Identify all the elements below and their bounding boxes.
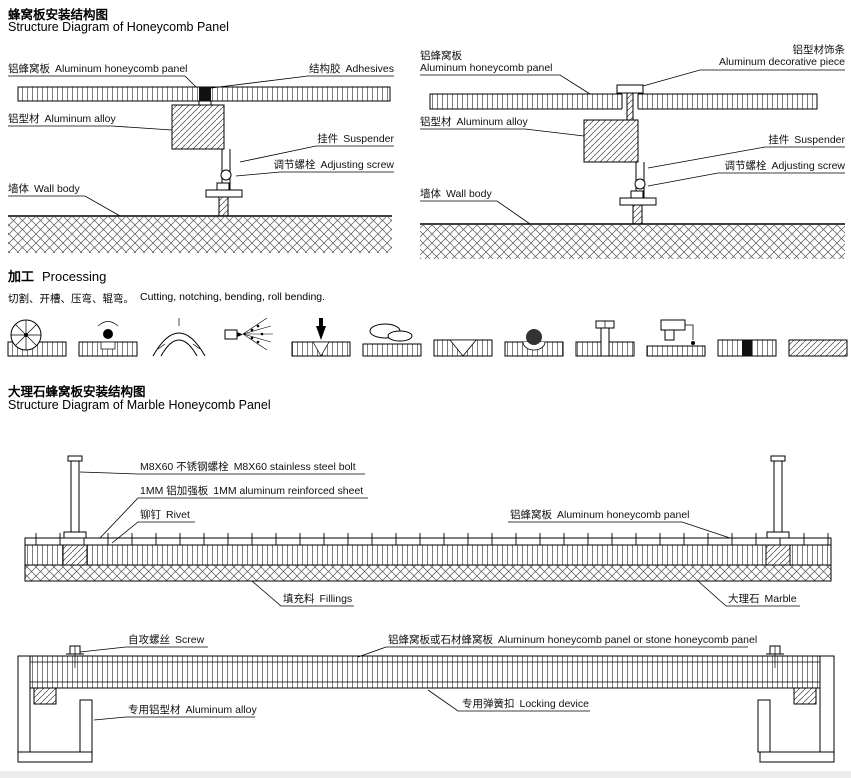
section-honeycomb-title-en: Structure Diagram of Honeycomb Panel xyxy=(8,20,229,34)
label-left-suspender: 挂件 Suspender xyxy=(317,133,394,145)
label-en: Aluminum honeycomb panel or stone honeyc… xyxy=(498,634,758,646)
label-en: Screw xyxy=(175,634,205,646)
label-right-honeycomb: 铝蜂窝板 Aluminum honeycomb panel xyxy=(420,50,553,74)
label-en: Wall body xyxy=(34,183,80,195)
insert-fitting-icon xyxy=(717,339,777,357)
label-zh: 自攻螺丝 xyxy=(128,634,170,646)
label-en: Locking device xyxy=(519,698,589,710)
section-processing-desc: 切割、开槽、压弯、辊弯。 Cutting, notching, bending,… xyxy=(8,291,325,306)
label-zh: 大理石 xyxy=(728,593,760,605)
label-left-adjusting-screw: 调节螺栓 Adjusting screw xyxy=(273,159,394,171)
label-zh: 挂件 xyxy=(768,134,790,146)
label-zh: 调节螺栓 xyxy=(724,160,767,172)
label-en: Aluminum alloy xyxy=(185,704,257,716)
label-en: Aluminum decorative piece xyxy=(718,56,845,68)
label-zh: 铝蜂窝板或石材蜂窝板 xyxy=(388,634,493,646)
label-mount-screw: 自攻螺丝 Screw xyxy=(128,634,204,646)
label-right-alloy: 铝型材 Aluminum alloy xyxy=(420,116,528,128)
label-en: Suspender xyxy=(343,133,394,145)
leaders-right xyxy=(420,69,845,225)
label-zh: 铝型材 xyxy=(420,116,452,128)
label-zh: 铝蜂窝板 xyxy=(420,50,462,62)
label-zh: 铝型材饰条 xyxy=(792,44,846,56)
label-left-adhesive: 结构胶 Adhesives xyxy=(309,63,394,75)
label-en: Aluminum honeycomb panel xyxy=(557,509,690,521)
label-left-honeycomb: 铝蜂窝板 Aluminum honeycomb panel xyxy=(8,63,188,75)
label-mount-locking: 专用弹簧扣 Locking device xyxy=(462,698,589,710)
ball-forming-icon xyxy=(504,329,564,357)
diagram-honeycomb-right-art xyxy=(420,69,845,259)
label-en: M8X60 stainless steel bolt xyxy=(233,461,356,473)
label-zh: 铆钉 xyxy=(140,509,161,521)
notch-milling-icon xyxy=(78,321,138,357)
label-en: Suspender xyxy=(794,134,845,146)
bottom-strip xyxy=(0,771,851,778)
label-en: Adhesives xyxy=(345,63,394,75)
section-honeycomb-title-zh: 蜂窝板安装结构图 xyxy=(8,8,109,22)
glue-applying-icon xyxy=(646,319,706,357)
label-en: Aluminum alloy xyxy=(44,113,116,125)
label-en: Marble xyxy=(764,593,797,605)
label-marble-honeycomb: 铝蜂窝板 Aluminum honeycomb panel xyxy=(510,509,690,521)
bolt-fixing-icon xyxy=(575,320,635,357)
label-zh: 墙体 xyxy=(8,183,29,195)
label-right-suspender: 挂件 Suspender xyxy=(768,134,845,146)
label-zh: 挂件 xyxy=(317,133,339,145)
label-marble-rivet: 铆钉 Rivet xyxy=(140,509,190,521)
label-en: Aluminum honeycomb panel xyxy=(55,63,188,75)
label-marble-bolt: M8X60 不锈钢螺栓 M8X60 stainless steel bolt xyxy=(140,461,356,473)
label-zh: 填充料 xyxy=(283,593,315,605)
press-bending-icon xyxy=(152,318,206,357)
label-left-wall: 墙体 Wall body xyxy=(8,183,80,195)
label-marble-fillings: 填充料 Fillings xyxy=(283,593,352,605)
v-grooving-icon xyxy=(291,318,351,357)
section-processing-title-en: Processing xyxy=(42,269,107,284)
diagram-marble-art xyxy=(24,455,832,607)
hatched-panel-icon xyxy=(788,339,848,357)
label-marble-reinforced-sheet: 1MM 铝加强板 1MM aluminum reinforced sheet xyxy=(140,485,363,497)
label-en: Aluminum honeycomb panel xyxy=(420,62,553,74)
label-en: 1MM aluminum reinforced sheet xyxy=(213,485,364,497)
spray-finishing-icon xyxy=(224,317,273,351)
section-processing-title-zh: 加工 xyxy=(8,269,35,284)
diagram-honeycomb-left-art xyxy=(8,75,394,253)
label-zh: 结构胶 xyxy=(309,63,341,75)
section-marble-title-en: Structure Diagram of Marble Honeycomb Pa… xyxy=(8,398,271,412)
label-en: Adjusting screw xyxy=(320,159,394,171)
leaders-left xyxy=(8,75,394,217)
label-en: Fillings xyxy=(319,593,353,605)
label-zh: 铝型材 xyxy=(8,113,40,125)
label-zh: 铝蜂窝板 xyxy=(8,63,50,75)
label-zh: 1MM 铝加强板 xyxy=(140,485,209,497)
label-en: Wall body xyxy=(446,188,492,200)
label-en: Aluminum alloy xyxy=(456,116,528,128)
label-zh: 调节螺栓 xyxy=(273,159,316,171)
label-left-alloy: 铝型材 Aluminum alloy xyxy=(8,113,116,125)
label-right-decorative: 铝型材饰条 Aluminum decorative piece xyxy=(719,44,845,68)
processing-icons-art xyxy=(7,317,848,357)
circular-saw-icon xyxy=(7,319,67,357)
roll-forming-icon xyxy=(362,323,422,357)
v-notch-folding-icon xyxy=(433,339,493,357)
label-right-wall: 墙体 Wall body xyxy=(420,188,492,200)
label-zh: 专用铝型材 xyxy=(128,704,181,716)
processing-desc-zh: 切割、开槽、压弯、辊弯。 xyxy=(8,293,134,305)
section-marble-title-zh: 大理石蜂窝板安装结构图 xyxy=(8,385,146,399)
diagram-mount-art xyxy=(17,645,835,763)
leaders-mount xyxy=(79,646,748,721)
label-marble-marble: 大理石 Marble xyxy=(728,593,797,605)
label-zh: M8X60 不锈钢螺栓 xyxy=(140,461,229,473)
label-zh: 墙体 xyxy=(420,188,441,200)
label-right-adjusting-screw: 调节螺栓 Adjusting screw xyxy=(724,160,845,172)
label-zh: 铝蜂窝板 xyxy=(510,509,552,521)
label-en: Rivet xyxy=(166,509,190,521)
leaders-marble xyxy=(79,471,800,607)
label-mount-panel: 铝蜂窝板或石材蜂窝板 Aluminum honeycomb panel or s… xyxy=(388,634,757,646)
label-en: Adjusting screw xyxy=(771,160,845,172)
processing-desc-en: Cutting, notching, bending, roll bending… xyxy=(140,291,326,303)
section-processing-title: 加工 Processing xyxy=(8,266,106,285)
label-mount-alloy: 专用铝型材 Aluminum alloy xyxy=(128,704,257,716)
label-zh: 专用弹簧扣 xyxy=(462,698,515,710)
